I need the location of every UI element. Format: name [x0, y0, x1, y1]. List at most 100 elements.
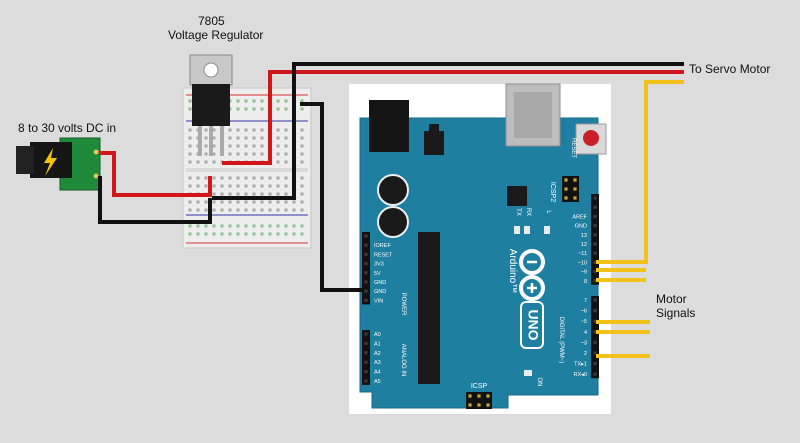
pin-label: RX◂0 — [574, 372, 587, 378]
breadboard-hole — [300, 232, 304, 236]
power-jack-barrel — [16, 146, 34, 174]
usb-connector-inner — [514, 92, 552, 138]
breadboard-hole — [252, 136, 256, 140]
breadboard-hole — [244, 200, 248, 204]
regulator-leg — [209, 126, 213, 156]
breadboard-hole — [276, 136, 280, 140]
breadboard-hole — [196, 224, 200, 228]
breadboard-hole — [276, 224, 280, 228]
wire-arduino-ground — [300, 102, 364, 292]
icsp-pin — [468, 403, 472, 407]
breadboard-hole — [188, 160, 192, 164]
pin-label: GND — [374, 289, 386, 295]
breadboard-hole — [236, 224, 240, 228]
breadboard-hole — [260, 200, 264, 204]
breadboard-hole — [300, 200, 304, 204]
pin-label: 3V3 — [374, 262, 384, 268]
breadboard-hole — [228, 176, 232, 180]
header-pin — [364, 341, 368, 345]
breadboard-hole — [212, 176, 216, 180]
breadboard-hole — [228, 224, 232, 228]
icsp-pin — [477, 394, 481, 398]
breadboard-hole — [220, 208, 224, 212]
breadboard-hole — [244, 208, 248, 212]
capacitor — [377, 174, 409, 206]
header-body — [591, 194, 599, 285]
breadboard-hole — [212, 184, 216, 188]
breadboard-hole — [260, 208, 264, 212]
arduino-logo: Arduino™ UNO — [507, 249, 545, 349]
breadboard-hole — [212, 208, 216, 212]
pin-label: VIN — [374, 298, 383, 304]
breadboard-hole — [212, 232, 216, 236]
breadboard-hole — [284, 152, 288, 156]
reset-button — [583, 130, 599, 146]
breadboard-hole — [204, 232, 208, 236]
breadboard-hole — [268, 176, 272, 180]
icsp-pin — [573, 187, 577, 191]
breadboard-hole — [188, 232, 192, 236]
pin-label: A1 — [374, 341, 381, 347]
breadboard-hole — [276, 208, 280, 212]
brand-text: Arduino™ — [507, 249, 518, 293]
breadboard-hole — [244, 144, 248, 148]
breadboard-hole — [244, 184, 248, 188]
pin-label: ~11 — [578, 251, 587, 257]
icsp-pin — [486, 403, 490, 407]
header-pin — [364, 289, 368, 293]
breadboard-hole — [300, 107, 304, 111]
breadboard-hole — [260, 224, 264, 228]
breadboard-hole — [188, 224, 192, 228]
breadboard-hole — [236, 99, 240, 103]
breadboard-hole — [284, 176, 288, 180]
pin-label: 2 — [584, 351, 587, 357]
breadboard-hole — [188, 208, 192, 212]
icsp-pin — [573, 178, 577, 182]
wires — [98, 62, 684, 358]
pin-label: A2 — [374, 351, 381, 357]
breadboard-hole — [236, 144, 240, 148]
breadboard-hole — [252, 200, 256, 204]
breadboard-hole — [252, 128, 256, 132]
servo-output-label: To Servo Motor — [689, 62, 771, 76]
breadboard-hole — [244, 107, 248, 111]
breadboard-hole — [196, 176, 200, 180]
breadboard-hole — [244, 176, 248, 180]
breadboard-hole — [228, 208, 232, 212]
breadboard-hole — [220, 192, 224, 196]
breadboard-hole — [300, 136, 304, 140]
jack-pin — [93, 173, 99, 179]
breadboard-hole — [252, 224, 256, 228]
pin-label: TX▸1 — [574, 362, 587, 368]
pin-label: 4 — [584, 330, 587, 336]
led-label: L — [545, 210, 551, 214]
breadboard-hole — [196, 184, 200, 188]
breadboard-hole — [276, 192, 280, 196]
usb-chip — [507, 186, 527, 206]
digital-header-top — [591, 194, 599, 285]
breadboard-hole — [236, 192, 240, 196]
breadboard-hole — [204, 184, 208, 188]
regulator-body — [192, 84, 230, 126]
center-channel — [186, 168, 308, 172]
board-pcb — [359, 117, 599, 409]
pin-label: AREF — [572, 214, 587, 220]
pin-label: 13 — [581, 233, 587, 239]
regulator-name-label: Voltage Regulator — [168, 28, 264, 42]
regulator-leg — [198, 126, 202, 156]
breadboard-hole — [252, 144, 256, 148]
on-led — [524, 370, 532, 376]
header-pin — [593, 340, 597, 344]
breadboard-hole — [212, 128, 216, 132]
breadboard-hole — [252, 107, 256, 111]
pin-label: A4 — [374, 370, 381, 376]
header-pin — [593, 242, 597, 246]
breadboard-hole — [188, 144, 192, 148]
breadboard-hole — [284, 232, 288, 236]
capacitor — [377, 206, 409, 238]
status-led — [544, 226, 550, 234]
breadboard-hole — [236, 136, 240, 140]
breadboard-hole — [260, 192, 264, 196]
icsp-body — [466, 392, 492, 409]
